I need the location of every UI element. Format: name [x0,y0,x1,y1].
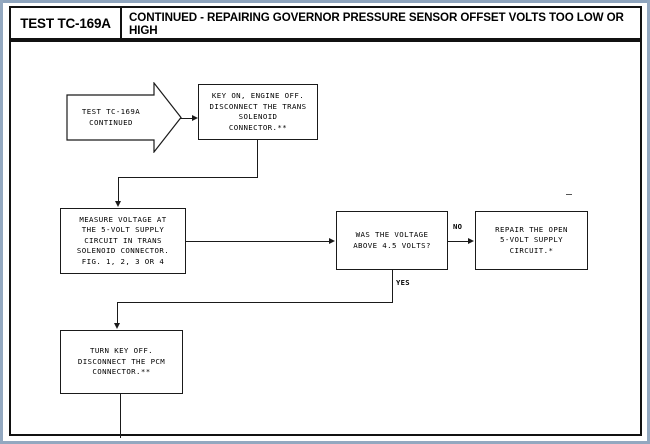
edge-turnkey-continues-down [120,394,121,438]
edge-keyon-left [118,177,258,178]
edge-measure-to-decision-line [186,241,330,242]
node-measure-voltage[interactable]: MEASURE VOLTAGE AT THE 5-VOLT SUPPLY CIR… [60,208,186,274]
scan-edge-right [647,0,650,444]
edge-yes-down [392,270,393,302]
node-start-label: TEST TC-169A CONTINUED [81,107,141,127]
edge-no-arrowhead [468,237,474,244]
arrow-pentagon-icon [66,82,182,153]
scan-edge-left [0,0,3,444]
page-title: CONTINUED - REPAIRING GOVERNOR PRESSURE … [129,11,624,37]
node-decision-voltage[interactable]: WAS THE VOLTAGE ABOVE 4.5 VOLTS? [336,211,448,270]
scan-edge-bottom [0,441,650,444]
test-id-label: TEST TC-169A [11,8,122,38]
edge-start-to-keyon-arrowhead [192,114,198,121]
edge-start-to-keyon-line [180,118,194,119]
scan-speck [566,194,572,195]
node-key-on[interactable]: KEY ON, ENGINE OFF. DISCONNECT THE TRANS… [198,84,318,140]
node-repair-open-circuit[interactable]: REPAIR THE OPEN 5-VOLT SUPPLY CIRCUIT.* [475,211,588,270]
edge-label-yes: YES [396,278,410,287]
scan-edge-top [0,0,650,3]
edge-label-no: NO [453,222,463,231]
edge-keyon-to-measure-down [118,177,119,202]
edge-keyon-to-measure-arrowhead [114,201,121,207]
edge-keyon-down [257,140,258,177]
edge-yes-to-turnkey-down [117,302,118,324]
header-band: TEST TC-169A CONTINUED - REPAIRING GOVER… [9,6,642,40]
edge-yes-left [117,302,393,303]
edge-yes-arrowhead [113,323,120,329]
header-underline [9,40,642,42]
edge-measure-to-decision-arrowhead [329,237,335,244]
node-start-continued[interactable]: TEST TC-169A CONTINUED [66,82,182,153]
edge-no-line [448,241,469,242]
node-turn-key-off[interactable]: TURN KEY OFF. DISCONNECT THE PCM CONNECT… [60,330,183,394]
